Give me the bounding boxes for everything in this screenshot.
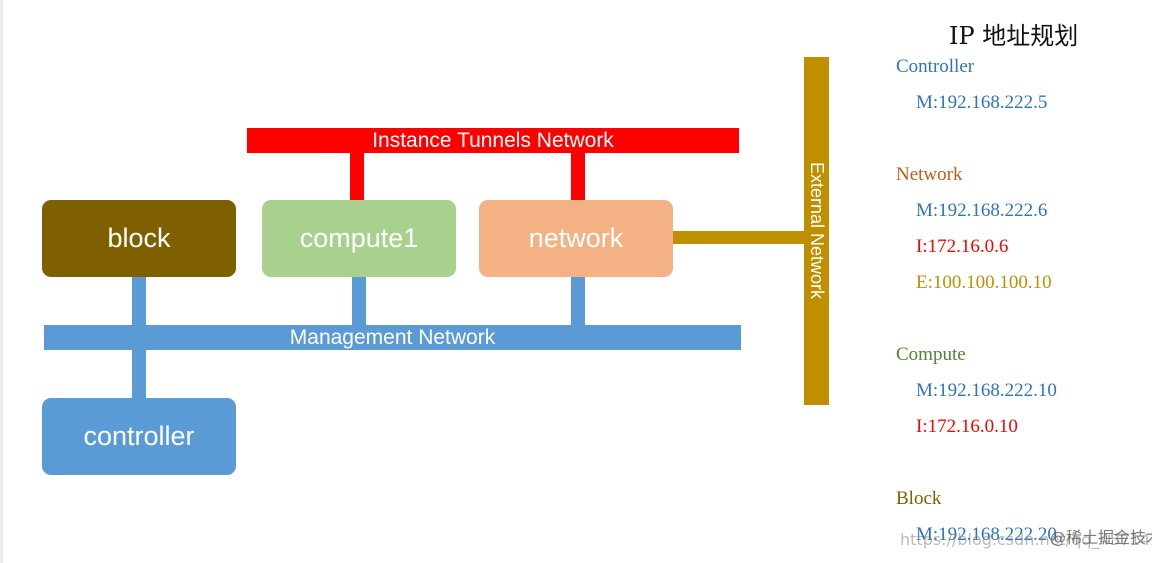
- instance-tunnels-network-bar: [247, 128, 739, 153]
- mgmt-link-block: [132, 276, 146, 326]
- tunnel-link-compute1: [350, 152, 364, 202]
- compute1-node: compute1: [262, 200, 456, 277]
- controller-heading: Controller: [896, 56, 975, 77]
- network-node: network: [479, 200, 673, 277]
- network-heading: Network: [896, 164, 963, 185]
- left-border-line: [0, 0, 3, 563]
- external-network-label-wrap: External Network: [804, 57, 829, 405]
- external-link-network: [672, 231, 806, 244]
- compute-ip-i: I:172.16.0.10: [916, 416, 1018, 437]
- watermark-badge: @稀土掘金技术社区: [1050, 528, 1152, 547]
- mgmt-link-network: [571, 276, 585, 326]
- mgmt-link-compute1: [352, 276, 366, 326]
- ip-plan-title: IP 地址规划: [949, 22, 1079, 50]
- controller-ip-m: M:192.168.222.5: [916, 92, 1048, 113]
- block-ip-m: M:192.168.222.20: [916, 524, 1057, 545]
- controller-node: controller: [42, 398, 236, 475]
- block-heading: Block: [896, 488, 942, 509]
- network-ip-e: E:100.100.100.10: [916, 272, 1052, 293]
- management-network-label: Management Network: [289, 326, 496, 349]
- external-network-label: External Network: [807, 162, 827, 300]
- compute-ip-m: M:192.168.222.10: [916, 380, 1057, 401]
- tunnel-link-network: [571, 152, 585, 202]
- management-network-bar: [44, 325, 741, 350]
- network-ip-i: I:172.16.0.6: [916, 236, 1009, 257]
- watermark-url: https://blog.csdn.net/qq_43714272: [900, 530, 1152, 549]
- block-node: block: [42, 200, 236, 277]
- instance-tunnels-network-label: Instance Tunnels Network: [372, 129, 614, 152]
- external-network-bar: [804, 57, 829, 405]
- mgmt-link-controller: [132, 349, 146, 399]
- network-ip-m: M:192.168.222.6: [916, 200, 1048, 221]
- compute-heading: Compute: [896, 344, 966, 365]
